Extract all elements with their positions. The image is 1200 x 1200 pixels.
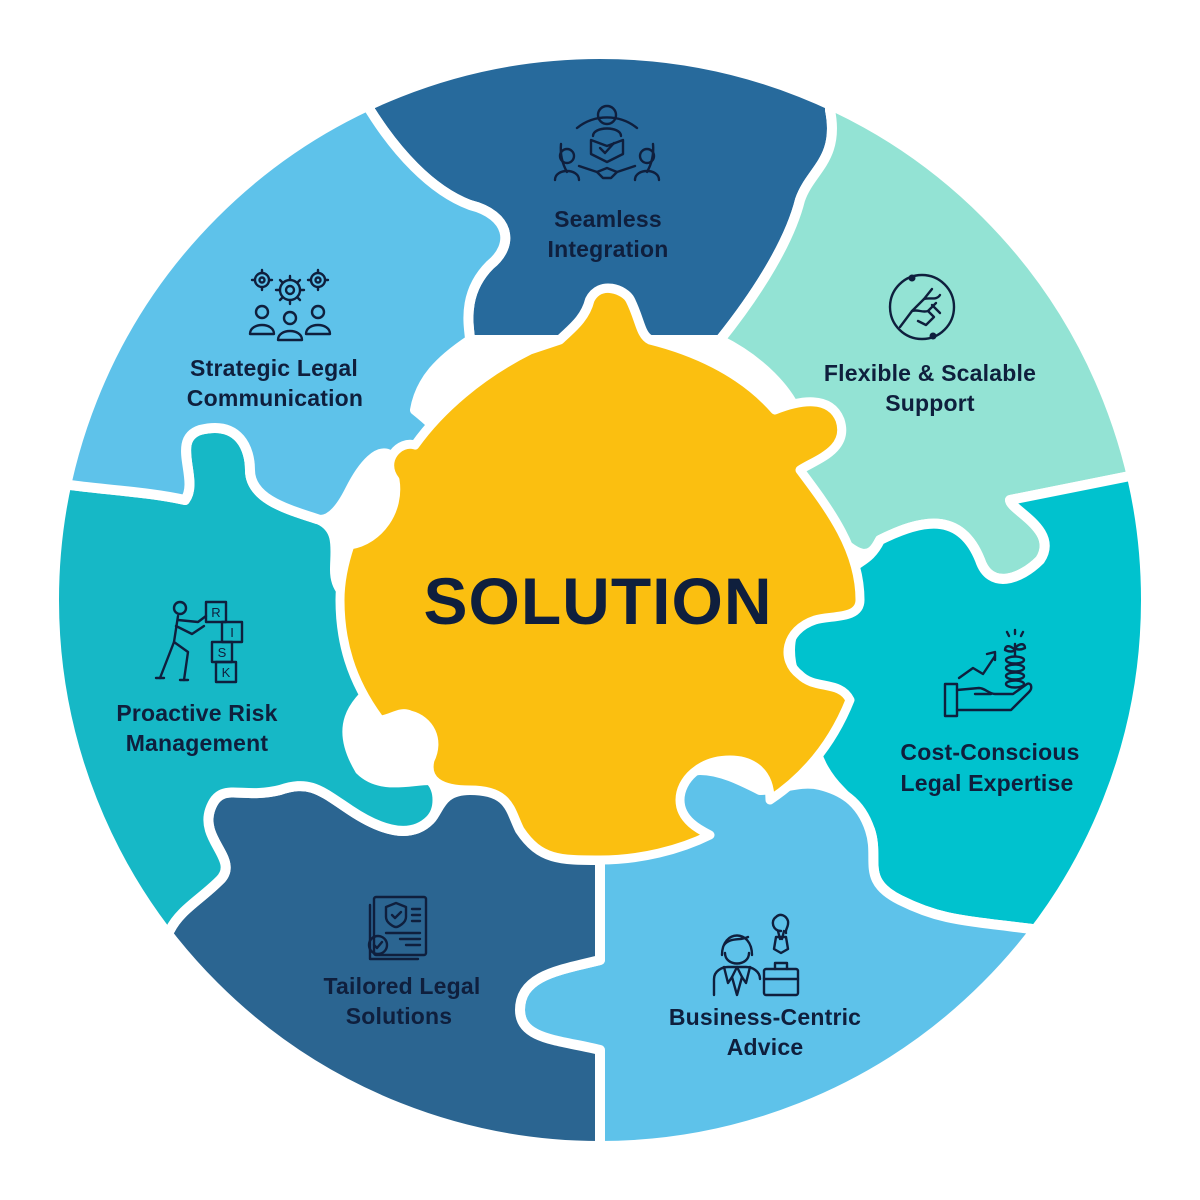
team-handshake-icon bbox=[553, 104, 661, 182]
segment-label-strategic-legal-communication: Strategic Legal Communication bbox=[187, 355, 363, 411]
segment-label-seamless-integration: Seamless Integration bbox=[547, 206, 668, 262]
segment-label-tailored-legal-solutions: Tailored Legal Solutions bbox=[323, 973, 480, 1029]
disc-border bbox=[51, 51, 1149, 1149]
label-line: Solutions bbox=[346, 1003, 453, 1029]
label-line: Tailored Legal bbox=[323, 973, 480, 999]
center-title: SOLUTION bbox=[424, 564, 773, 638]
legal-document-icon bbox=[367, 895, 428, 961]
center-puzzle-piece bbox=[335, 284, 865, 865]
segment-label-flexible-scalable-support: Flexible & Scalable Support bbox=[824, 360, 1036, 416]
handshake-circle-icon bbox=[888, 273, 956, 341]
label-line: Seamless bbox=[554, 206, 662, 232]
risk-blocks-icon: R I S K bbox=[154, 600, 244, 684]
businessman-idea-icon bbox=[712, 913, 800, 997]
risk-letter-s: S bbox=[218, 645, 227, 660]
label-line: Legal Expertise bbox=[900, 770, 1073, 796]
segment-label-business-centric-advice: Business-Centric Advice bbox=[669, 1004, 861, 1060]
label-line: Communication bbox=[187, 385, 363, 411]
gears-people-icon bbox=[248, 268, 332, 342]
label-line: Management bbox=[126, 730, 269, 756]
label-line: Integration bbox=[547, 236, 668, 262]
risk-letter-k: K bbox=[222, 665, 231, 680]
label-line: Business-Centric bbox=[669, 1004, 861, 1030]
risk-letter-i: I bbox=[230, 625, 234, 640]
label-line: Support bbox=[885, 390, 975, 416]
label-line: Advice bbox=[727, 1034, 804, 1060]
label-line: Proactive Risk bbox=[116, 700, 277, 726]
segment-label-cost-conscious-legal-expertise: Cost-Conscious Legal Expertise bbox=[900, 739, 1079, 796]
label-line: Strategic Legal bbox=[190, 355, 358, 381]
risk-letter-r: R bbox=[211, 605, 220, 620]
label-line: Flexible & Scalable bbox=[824, 360, 1036, 386]
label-line: Cost-Conscious bbox=[900, 739, 1079, 765]
hand-coins-growth-icon bbox=[943, 628, 1033, 718]
segment-label-proactive-risk-management: Proactive Risk Management bbox=[116, 700, 277, 756]
